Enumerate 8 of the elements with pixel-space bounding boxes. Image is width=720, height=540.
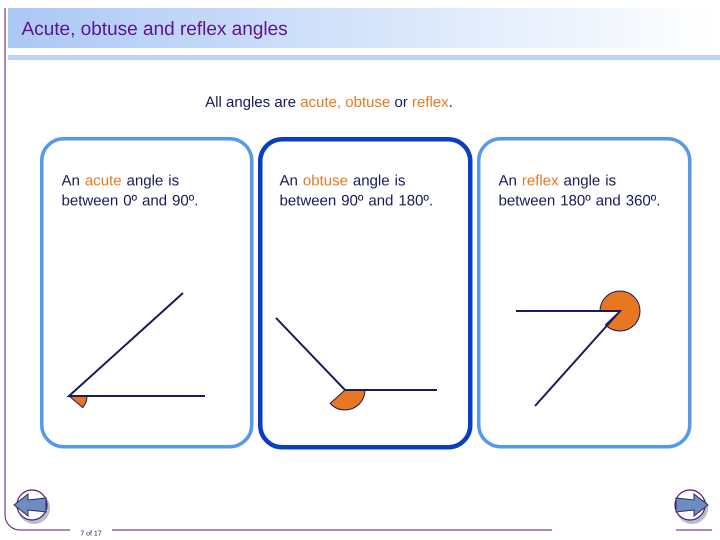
card xyxy=(477,137,692,448)
slide-title: Acute, obtuse and reflex angles xyxy=(22,21,287,39)
card-text: An acute angle is between 0º and 90º. xyxy=(62,174,197,206)
intro-sentence: All angles are acute, obtuse or reflex. xyxy=(204,95,454,111)
card xyxy=(258,137,472,450)
card-text: An obtuse angle is between 90º and 180º. xyxy=(280,174,432,206)
card xyxy=(40,137,254,448)
card-text: An reflex angle is between 180º and 360º. xyxy=(498,174,660,206)
